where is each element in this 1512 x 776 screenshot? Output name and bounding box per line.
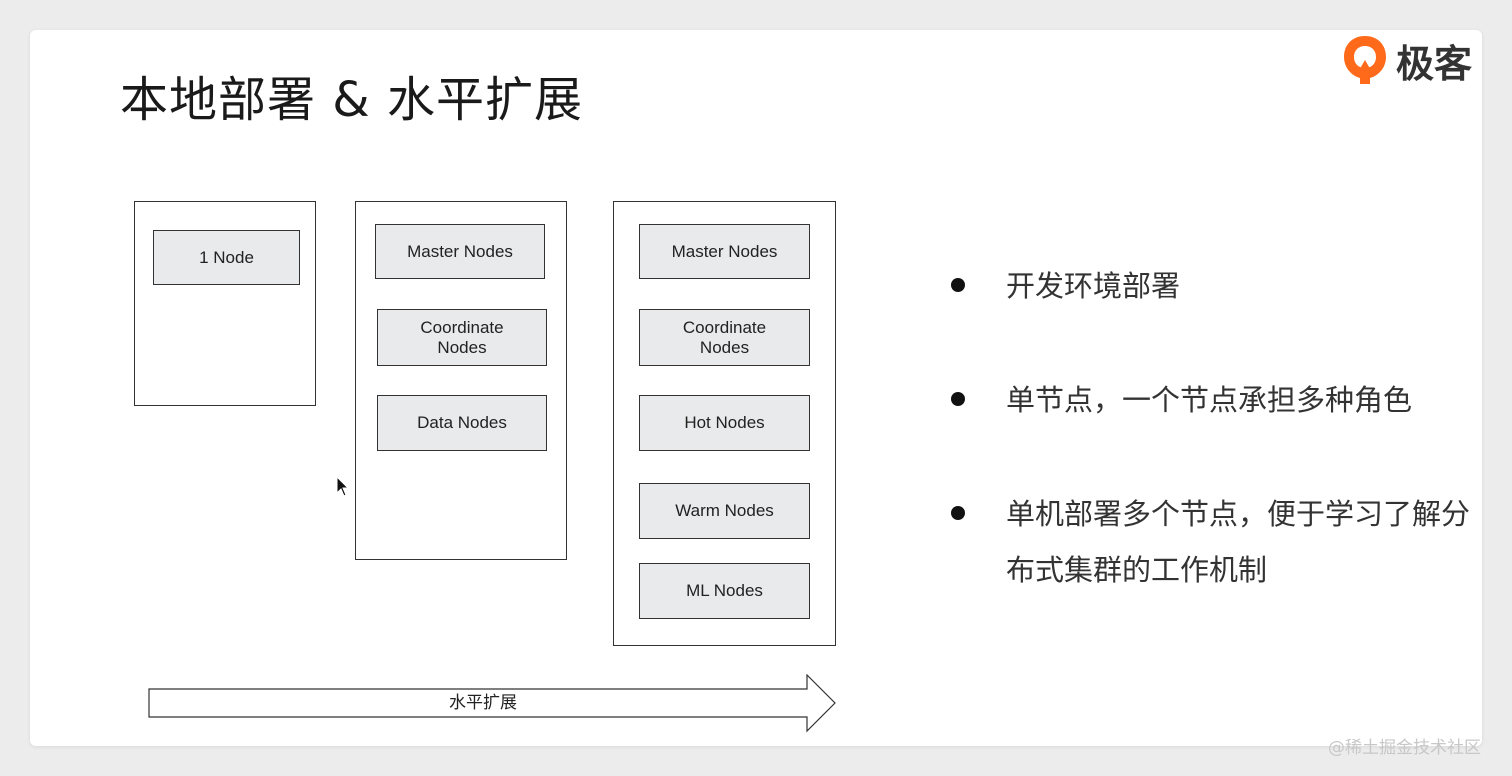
logo: 极客 — [1340, 32, 1472, 88]
bullet-text: 单节点，一个节点承担多种角色 — [1006, 383, 1413, 417]
bullet-text: 开发环境部署 — [1006, 269, 1181, 303]
right-arrow-icon — [148, 673, 836, 733]
bullet-dot-icon — [948, 486, 970, 542]
warm-nodes: Warm Nodes — [639, 483, 810, 539]
logo-text: 极客 — [1396, 41, 1473, 86]
slide-title: 本地部署 & 水平扩展 — [120, 72, 583, 128]
hot-nodes: Hot Nodes — [639, 395, 810, 451]
geektime-logo-icon — [1344, 36, 1386, 84]
bullet-dot-icon — [948, 372, 970, 428]
mouse-cursor-icon — [336, 476, 350, 497]
coordinate-nodes: Coordinate Nodes — [377, 309, 547, 366]
bullet-item: 单节点，一个节点承担多种角色 — [948, 372, 1486, 428]
bullet-text: 单机部署多个节点，便于学习了解分布式集群的工作机制 — [1006, 497, 1471, 587]
node-1: 1 Node — [153, 230, 300, 285]
master-nodes: Master Nodes — [375, 224, 545, 279]
bullet-item: 开发环境部署 — [948, 258, 1486, 314]
horizontal-scale-arrow: 水平扩展 — [148, 673, 838, 738]
bullet-dot-icon — [948, 258, 970, 314]
ml-nodes: ML Nodes — [639, 563, 810, 619]
bullet-item: 单机部署多个节点，便于学习了解分布式集群的工作机制 — [948, 486, 1486, 598]
coordinate-nodes: Coordinate Nodes — [639, 309, 810, 366]
arrow-label: 水平扩展 — [449, 693, 517, 713]
watermark: @稀土掘金技术社区 — [1328, 738, 1481, 758]
data-nodes: Data Nodes — [377, 395, 547, 451]
master-nodes: Master Nodes — [639, 224, 810, 279]
